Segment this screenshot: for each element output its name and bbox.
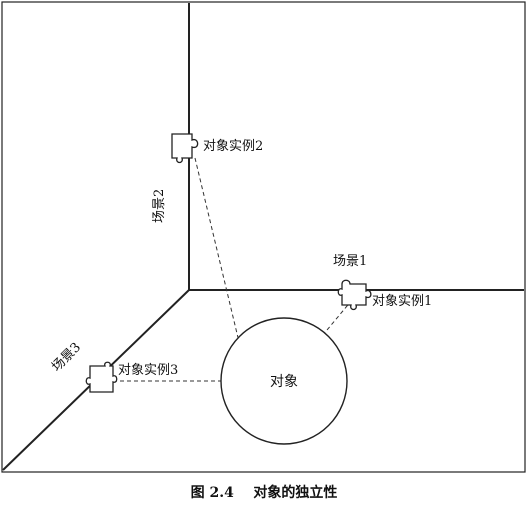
object-circle [220,317,348,445]
puzzle-piece-icon [337,279,372,311]
scene-2-label: 场景2 [152,189,167,223]
object-label: 对象 [270,374,298,390]
connector-instance-2 [194,157,241,347]
instance-1-label: 对象实例1 [372,294,432,309]
frame [1,1,526,473]
instance-2-label: 对象实例2 [203,139,263,154]
scene-1-label: 场景1 [333,254,367,269]
figure-caption: 图 2.4 对象的独立性 [191,484,338,501]
scene-3-label: 场景3 [49,340,84,375]
puzzle-piece-icon [171,133,199,164]
instance-3-label: 对象实例3 [118,363,178,378]
connector-instance-1 [321,299,353,337]
puzzle-piece-icon [85,361,118,393]
